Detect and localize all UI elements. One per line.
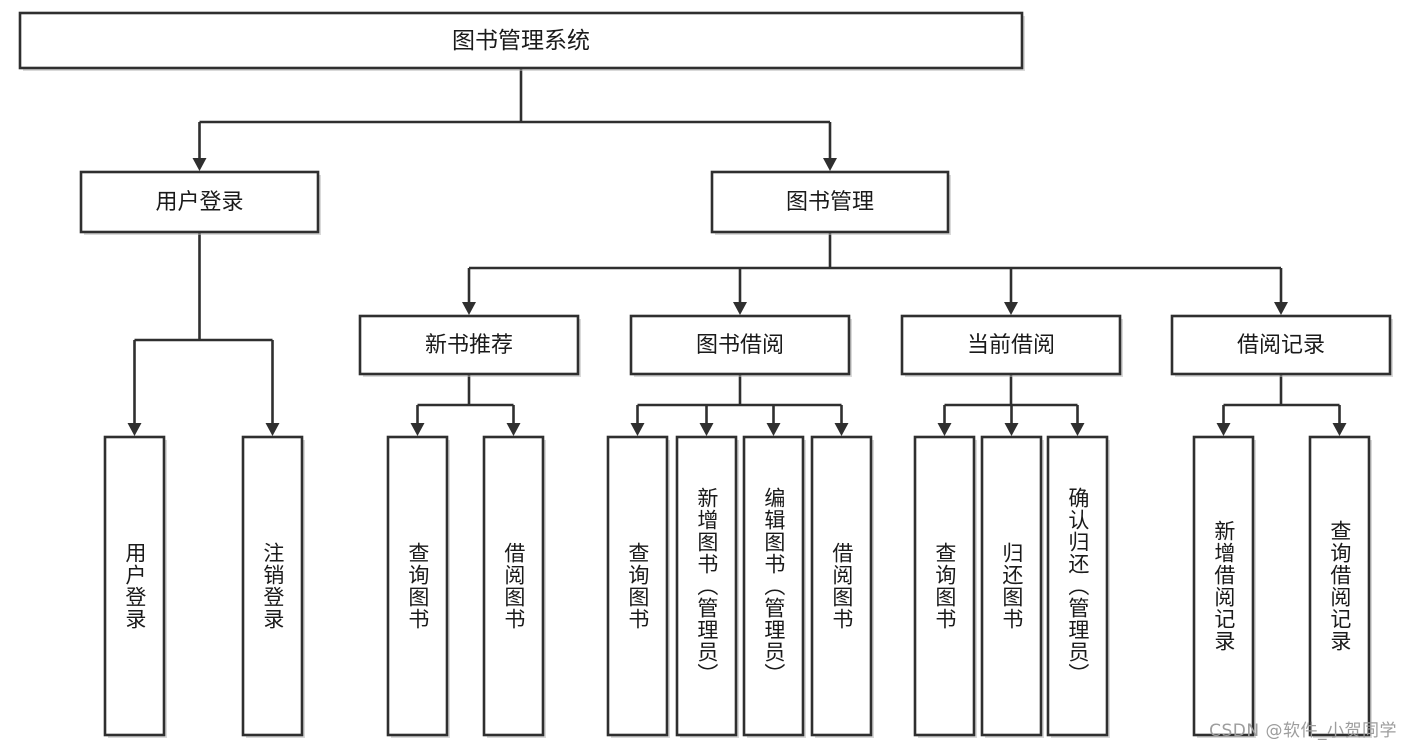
node-box-leaf-logout[interactable] xyxy=(241,435,304,737)
node-box-book-borrow[interactable] xyxy=(629,314,851,376)
node-label-book-borrow: 图书借阅 xyxy=(696,333,784,358)
connector-arrow-leaf-query-borrow-record xyxy=(1332,423,1347,436)
node-box-book-manage[interactable] xyxy=(710,170,950,234)
node-box-leaf-edit-book-admin[interactable] xyxy=(742,435,805,737)
connector-arrow-leaf-user-login xyxy=(127,423,142,436)
node-label-borrow-record: 借阅记录 xyxy=(1237,333,1325,358)
node-label-new-book-rec: 新书推荐 xyxy=(425,333,513,358)
node-box-leaf-query-book-cur[interactable] xyxy=(913,435,976,737)
connector-arrow-leaf-query-book-borrow xyxy=(630,423,645,436)
node-box-new-book-rec[interactable] xyxy=(358,314,580,376)
connector-arrow-leaf-borrow-book-rec xyxy=(506,423,521,436)
connector-arrow-leaf-confirm-return-admin xyxy=(1070,423,1085,436)
connector-arrow-borrow-record xyxy=(1274,302,1288,315)
node-box-leaf-query-borrow-record[interactable] xyxy=(1308,435,1371,737)
node-label-current-borrow: 当前借阅 xyxy=(967,333,1055,358)
node-label-book-manage: 图书管理 xyxy=(786,190,874,215)
node-label-user-login: 用户登录 xyxy=(155,190,243,215)
node-box-leaf-query-book-borrow[interactable] xyxy=(606,435,669,737)
connector-arrow-leaf-add-borrow-record xyxy=(1216,423,1231,436)
node-box-leaf-confirm-return-admin[interactable] xyxy=(1046,435,1109,737)
connector-arrow-user-login xyxy=(192,158,207,171)
connector-arrow-book-borrow xyxy=(733,302,747,315)
node-box-leaf-borrow-book-rec[interactable] xyxy=(482,435,545,737)
connector-arrow-book-manage xyxy=(823,158,837,171)
connector-arrow-leaf-logout xyxy=(265,423,280,436)
node-box-current-borrow[interactable] xyxy=(900,314,1122,376)
node-box-leaf-add-borrow-record[interactable] xyxy=(1192,435,1255,737)
connector-arrow-current-borrow xyxy=(1004,302,1018,315)
node-box-user-login[interactable] xyxy=(79,170,320,234)
node-box-borrow-record[interactable] xyxy=(1170,314,1392,376)
connector-arrow-new-book-rec xyxy=(462,302,476,315)
connector-arrow-leaf-borrow-book xyxy=(834,423,849,436)
connector-arrow-leaf-query-book-rec xyxy=(410,423,425,436)
node-box-leaf-add-book-admin[interactable] xyxy=(675,435,738,737)
node-box-leaf-return-book[interactable] xyxy=(980,435,1043,737)
node-box-leaf-query-book-rec[interactable] xyxy=(386,435,449,737)
connector-arrow-leaf-query-book-cur xyxy=(937,423,952,436)
csdn-watermark: CSDN @软件_小贺同学 xyxy=(1209,721,1397,741)
node-box-leaf-user-login[interactable] xyxy=(103,435,166,737)
node-label-root: 图书管理系统 xyxy=(452,28,590,54)
connector-layer xyxy=(127,68,1347,436)
node-box-leaf-borrow-book[interactable] xyxy=(810,435,873,737)
connector-arrow-leaf-return-book xyxy=(1004,423,1019,436)
connector-arrow-leaf-edit-book-admin xyxy=(766,423,781,436)
connector-arrow-leaf-add-book-admin xyxy=(699,423,714,436)
box-layer xyxy=(18,11,1393,738)
node-box-root[interactable] xyxy=(18,11,1024,70)
